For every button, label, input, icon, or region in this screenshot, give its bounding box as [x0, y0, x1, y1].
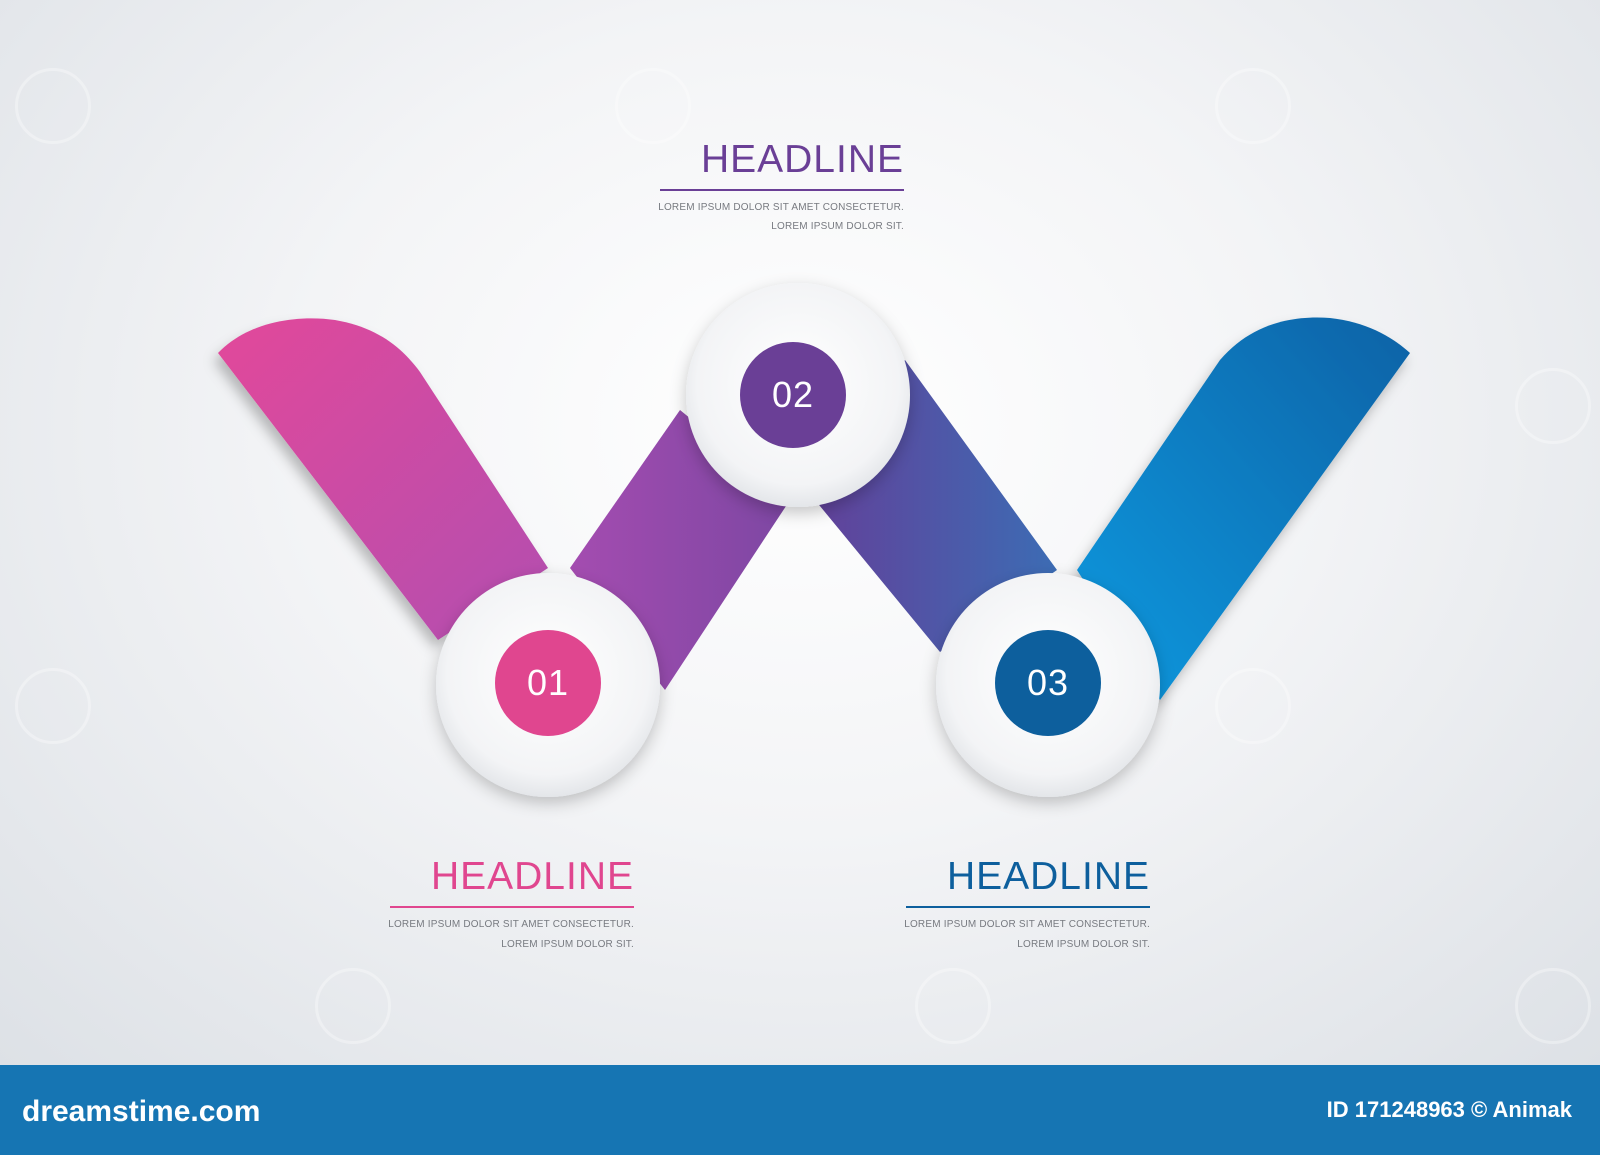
step-03-badge [995, 630, 1101, 736]
footer-image-id: ID 171248963 © Animak [1326, 1097, 1572, 1122]
step-01-text-line-1: LOREM IPSUM DOLOR SIT AMET CONSECTETUR. [388, 919, 634, 930]
footer-bar: dreamstime.com ID 171248963 © Animak [0, 1065, 1600, 1155]
ribbon-segment-pink [218, 318, 548, 640]
watermark-icon [15, 668, 91, 744]
step-03-disc [936, 573, 1160, 797]
step-03-number: 03 [1026, 662, 1070, 703]
step-02-badge [740, 342, 846, 448]
step-01-text-line-2: LOREM IPSUM DOLOR SIT. [501, 939, 634, 950]
watermark-icon [15, 68, 91, 144]
infographic-canvas: 01 02 03 HEADLINE LOREM IPSUM DOLOR SIT … [0, 0, 1600, 1065]
w-ribbon-diagram [218, 283, 1410, 797]
step-02-rule [660, 189, 904, 191]
step-03-rule [906, 906, 1150, 908]
step-01-rule [390, 906, 634, 908]
step-03-text-line-1: LOREM IPSUM DOLOR SIT AMET CONSECTETUR. [904, 919, 1150, 930]
step-03-text-line-2: LOREM IPSUM DOLOR SIT. [1017, 939, 1150, 950]
watermark-icon [1215, 668, 1291, 744]
watermark-icon [1515, 968, 1591, 1044]
watermark-icon [315, 968, 391, 1044]
watermark-icon [615, 68, 691, 144]
step-03-headline: HEADLINE [946, 855, 1150, 898]
step-02-text-line-1: LOREM IPSUM DOLOR SIT AMET CONSECTETUR. [658, 202, 904, 213]
step-01-badge [495, 630, 601, 736]
watermark-icon [915, 968, 991, 1044]
watermark-icon [1515, 368, 1591, 444]
step-01-disc [436, 573, 660, 797]
watermark-icon [1215, 68, 1291, 144]
step-01-number: 01 [526, 662, 570, 703]
step-02-disc [686, 283, 910, 507]
step-01-headline: HEADLINE [430, 855, 634, 898]
footer-brand[interactable]: dreamstime.com [22, 1095, 261, 1128]
step-02-headline: HEADLINE [700, 138, 904, 181]
step-02-number: 02 [771, 374, 815, 415]
step-02-text-line-2: LOREM IPSUM DOLOR SIT. [771, 221, 904, 232]
ribbon-segment-blue [1077, 317, 1410, 700]
